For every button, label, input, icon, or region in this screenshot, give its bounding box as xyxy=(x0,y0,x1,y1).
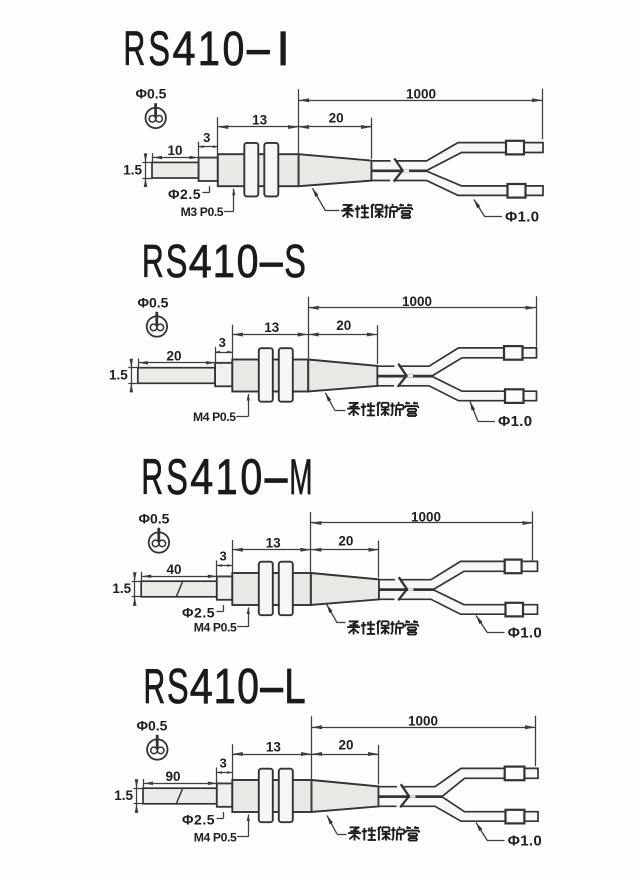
svg-text:0: 0 xyxy=(240,448,262,505)
svg-text:13: 13 xyxy=(266,536,282,551)
svg-text:S: S xyxy=(166,235,188,287)
svg-text:R: R xyxy=(141,448,163,505)
svg-text:4: 4 xyxy=(173,22,196,76)
svg-text:1000: 1000 xyxy=(402,294,432,309)
svg-text:Φ1.0: Φ1.0 xyxy=(508,833,542,850)
svg-text:1000: 1000 xyxy=(408,714,438,729)
svg-text:20: 20 xyxy=(338,534,353,549)
svg-text:L: L xyxy=(284,660,305,714)
svg-text:0: 0 xyxy=(237,235,259,287)
svg-text:-: - xyxy=(243,22,273,76)
svg-text:1.5: 1.5 xyxy=(114,788,133,803)
svg-text:Φ1.0: Φ1.0 xyxy=(505,209,539,226)
svg-text:1: 1 xyxy=(213,235,235,287)
svg-text:1000: 1000 xyxy=(406,87,436,102)
svg-text:M4 P0.5: M4 P0.5 xyxy=(193,410,236,424)
svg-text:20: 20 xyxy=(329,111,344,126)
svg-text:3: 3 xyxy=(219,756,226,771)
svg-text:0: 0 xyxy=(237,660,259,714)
svg-text:10: 10 xyxy=(167,143,182,158)
svg-text:Φ2.5: Φ2.5 xyxy=(182,812,215,828)
svg-text:1.5: 1.5 xyxy=(123,162,142,177)
svg-text:13: 13 xyxy=(252,113,268,128)
svg-text:13: 13 xyxy=(266,740,282,755)
svg-text:R: R xyxy=(142,235,164,287)
svg-text:40: 40 xyxy=(166,562,181,577)
svg-text:-: - xyxy=(257,660,287,714)
svg-text:-: - xyxy=(256,235,286,287)
svg-text:4: 4 xyxy=(190,448,213,505)
svg-text:Φ2.5: Φ2.5 xyxy=(182,605,215,621)
svg-text:Φ0.5: Φ0.5 xyxy=(137,717,168,733)
svg-text:0: 0 xyxy=(223,22,245,76)
svg-text:Φ1.0: Φ1.0 xyxy=(498,413,532,430)
svg-text:S: S xyxy=(167,660,189,714)
svg-text:4: 4 xyxy=(189,235,212,287)
svg-text:1.5: 1.5 xyxy=(112,581,131,596)
svg-text:3: 3 xyxy=(203,130,210,145)
svg-text:13: 13 xyxy=(264,320,280,335)
svg-text:Φ2.5: Φ2.5 xyxy=(168,186,201,202)
svg-text:R: R xyxy=(144,660,166,714)
svg-text:20: 20 xyxy=(166,349,181,364)
svg-text:3: 3 xyxy=(219,335,226,350)
svg-text:M3 P0.5: M3 P0.5 xyxy=(181,205,224,219)
svg-text:1: 1 xyxy=(214,660,236,714)
svg-text:3: 3 xyxy=(219,549,226,564)
svg-text:20: 20 xyxy=(338,738,353,753)
svg-text:1: 1 xyxy=(198,22,220,76)
svg-text:Φ0.5: Φ0.5 xyxy=(139,510,170,526)
svg-text:4: 4 xyxy=(190,660,213,714)
svg-text:M: M xyxy=(289,448,312,505)
svg-text:S: S xyxy=(166,448,188,505)
svg-text:-: - xyxy=(261,448,291,505)
svg-text:M4 P0.5: M4 P0.5 xyxy=(194,621,237,635)
svg-text:Φ0.5: Φ0.5 xyxy=(136,86,167,102)
svg-text:90: 90 xyxy=(165,769,180,784)
svg-text:S: S xyxy=(284,235,306,287)
svg-text:1000: 1000 xyxy=(411,510,441,525)
svg-text:S: S xyxy=(148,22,170,76)
svg-text:1: 1 xyxy=(216,448,238,505)
svg-text:M4 P0.5: M4 P0.5 xyxy=(194,831,237,845)
svg-text:Φ0.5: Φ0.5 xyxy=(138,294,169,310)
svg-text:I: I xyxy=(276,22,289,76)
svg-text:1.5: 1.5 xyxy=(109,368,128,383)
svg-text:R: R xyxy=(124,22,146,76)
svg-text:Φ1.0: Φ1.0 xyxy=(508,625,542,642)
svg-text:20: 20 xyxy=(336,318,351,333)
